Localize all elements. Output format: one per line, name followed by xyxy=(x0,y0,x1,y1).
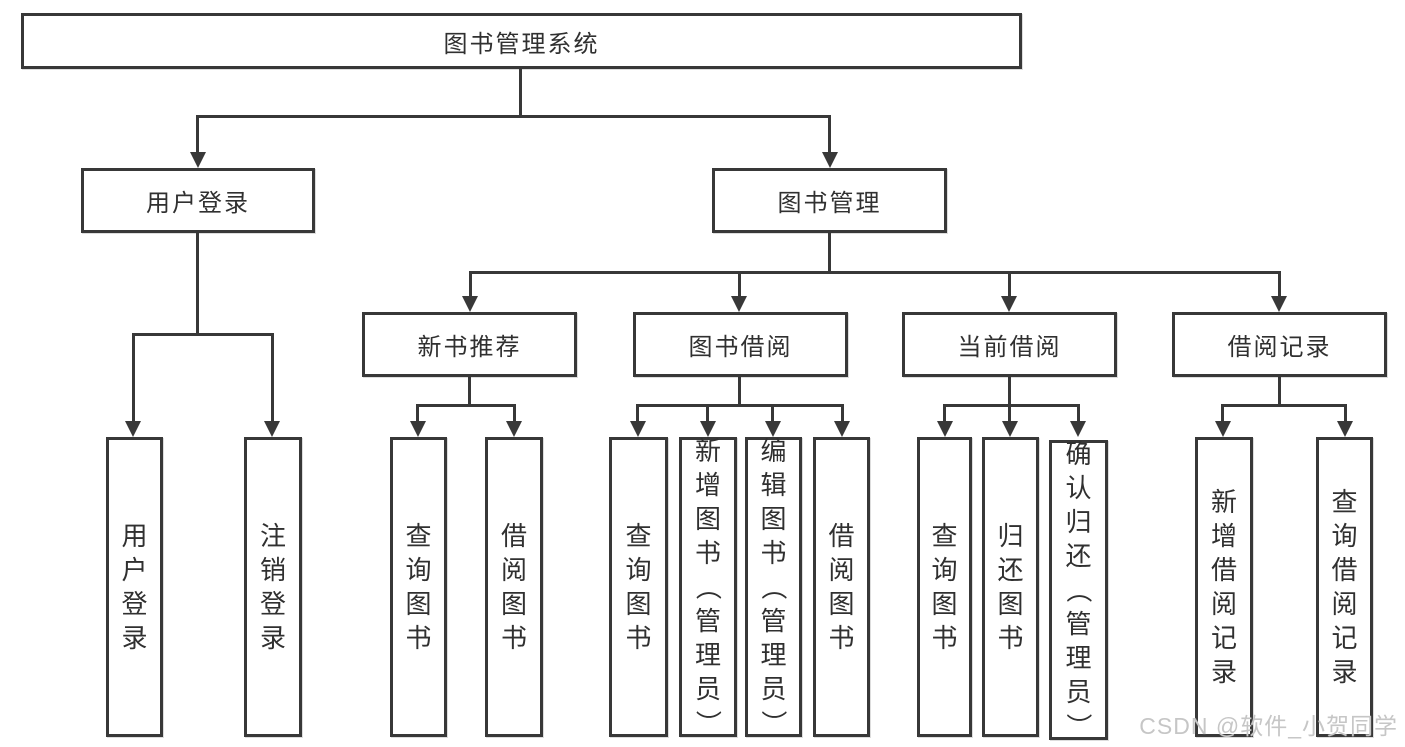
leaf-query-book-current: 查询图书 xyxy=(917,437,972,737)
arrow-down-icon xyxy=(834,421,850,437)
connector-line xyxy=(1008,377,1011,407)
connector-line xyxy=(416,404,516,407)
connector-line xyxy=(738,271,741,298)
arrow-down-icon xyxy=(700,421,716,437)
connector-line xyxy=(1344,404,1347,423)
connector-line xyxy=(1278,271,1281,298)
leaf-confirm-return-admin-label: 确认归还（管理员） xyxy=(1063,439,1094,739)
connector-line xyxy=(519,69,522,117)
leaf-borrow-book-label: 借阅图书 xyxy=(828,521,855,653)
connector-line xyxy=(738,377,741,407)
connector-line xyxy=(828,233,831,274)
connector-line xyxy=(132,333,274,336)
leaf-borrow-book-recommend-label: 借阅图书 xyxy=(500,521,527,653)
node-root-label: 图书管理系统 xyxy=(443,30,600,58)
connector-line xyxy=(706,404,709,423)
leaf-logout-label: 注销登录 xyxy=(259,521,286,653)
node-user-login: 用户登录 xyxy=(81,168,315,233)
connector-line xyxy=(636,404,844,407)
arrow-down-icon xyxy=(731,296,747,312)
connector-line xyxy=(828,115,831,154)
connector-line xyxy=(1278,377,1281,407)
leaf-query-borrow-record: 查询借阅记录 xyxy=(1316,437,1373,737)
connector-line xyxy=(469,271,1281,274)
leaf-edit-book-admin: 编辑图书（管理员） xyxy=(745,436,802,737)
leaf-add-borrow-record: 新增借阅记录 xyxy=(1195,437,1253,737)
connector-line xyxy=(196,233,199,336)
leaf-user-login-label: 用户登录 xyxy=(121,521,148,653)
leaf-add-book-admin-label: 新增图书（管理员） xyxy=(693,436,723,736)
leaf-query-book-recommend: 查询图书 xyxy=(390,437,447,737)
node-borrow-records: 借阅记录 xyxy=(1172,312,1387,377)
leaf-edit-book-admin-label: 编辑图书（管理员） xyxy=(758,436,789,736)
node-user-login-label: 用户登录 xyxy=(146,190,250,217)
connector-line xyxy=(271,333,274,423)
arrow-down-icon xyxy=(125,421,141,437)
connector-line xyxy=(943,404,946,423)
arrow-down-icon xyxy=(190,152,206,168)
watermark: CSDN @软件_小贺同学 xyxy=(1139,713,1398,739)
arrow-down-icon xyxy=(937,421,953,437)
arrow-down-icon xyxy=(630,421,646,437)
connector-line xyxy=(943,404,1080,407)
arrow-down-icon xyxy=(410,421,426,437)
node-new-book-recommend-label: 新书推荐 xyxy=(417,334,522,361)
leaf-query-book-recommend-label: 查询图书 xyxy=(405,521,432,653)
arrow-down-icon xyxy=(506,421,522,437)
arrow-down-icon xyxy=(1337,421,1353,437)
connector-line xyxy=(1221,404,1224,423)
connector-line xyxy=(196,115,199,154)
leaf-return-book: 归还图书 xyxy=(982,437,1039,737)
leaf-add-book-admin: 新增图书（管理员） xyxy=(679,436,737,737)
leaf-query-book-borrow-label: 查询图书 xyxy=(625,521,652,653)
arrow-down-icon xyxy=(462,296,478,312)
leaf-query-book-current-label: 查询图书 xyxy=(931,521,958,653)
node-current-borrow: 当前借阅 xyxy=(902,312,1117,377)
leaf-query-book-borrow: 查询图书 xyxy=(609,437,668,737)
leaf-query-borrow-record-label: 查询借阅记录 xyxy=(1331,487,1358,687)
connector-line xyxy=(1008,271,1011,298)
connector-line xyxy=(416,404,419,423)
arrow-down-icon xyxy=(822,152,838,168)
node-root: 图书管理系统 xyxy=(21,13,1022,69)
node-current-borrow-label: 当前借阅 xyxy=(957,334,1062,361)
node-book-borrow: 图书借阅 xyxy=(633,312,848,377)
connector-line xyxy=(636,404,639,423)
node-new-book-recommend: 新书推荐 xyxy=(362,312,577,377)
node-borrow-records-label: 借阅记录 xyxy=(1227,334,1332,361)
connector-line xyxy=(469,271,472,298)
connector-line xyxy=(197,115,831,118)
connector-line xyxy=(1008,404,1011,423)
node-book-borrow-label: 图书借阅 xyxy=(688,334,793,361)
connector-line xyxy=(1221,404,1347,407)
arrow-down-icon xyxy=(1215,421,1231,437)
leaf-confirm-return-admin: 确认归还（管理员） xyxy=(1049,439,1108,740)
arrow-down-icon xyxy=(1001,296,1017,312)
arrow-down-icon xyxy=(1271,296,1287,312)
connector-line xyxy=(1077,404,1080,423)
leaf-user-login: 用户登录 xyxy=(106,437,163,737)
connector-line xyxy=(841,404,844,423)
leaf-logout: 注销登录 xyxy=(244,437,302,737)
node-book-mgmt-label: 图书管理 xyxy=(777,190,882,217)
connector-line xyxy=(468,377,471,407)
leaf-return-book-label: 归还图书 xyxy=(997,521,1024,653)
connector-line xyxy=(132,333,135,423)
leaf-borrow-book-recommend: 借阅图书 xyxy=(485,437,543,737)
leaf-borrow-book: 借阅图书 xyxy=(813,437,870,737)
connector-line xyxy=(771,404,774,423)
leaf-add-borrow-record-label: 新增借阅记录 xyxy=(1210,487,1237,687)
arrow-down-icon xyxy=(765,421,781,437)
arrow-down-icon xyxy=(1002,421,1018,437)
arrow-down-icon xyxy=(264,421,280,437)
connector-line xyxy=(513,404,516,423)
arrow-down-icon xyxy=(1070,421,1086,437)
node-book-mgmt: 图书管理 xyxy=(712,168,947,233)
